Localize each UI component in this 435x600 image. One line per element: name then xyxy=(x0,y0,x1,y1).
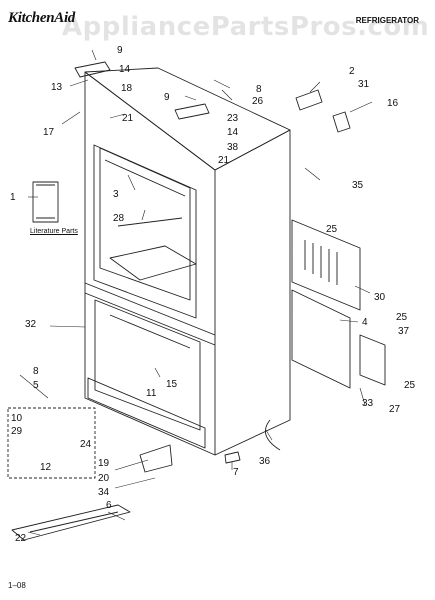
callout-8: 8 xyxy=(256,84,262,95)
callout-11: 11 xyxy=(146,388,157,399)
fresh-food-liner xyxy=(99,147,191,301)
callout-38: 38 xyxy=(227,142,239,153)
callout-37: 37 xyxy=(398,326,410,337)
roller-bracket xyxy=(139,444,173,473)
callout-8b: 8 xyxy=(33,366,39,377)
shroud-panel xyxy=(359,334,386,386)
callout-22: 22 xyxy=(15,533,27,544)
callout-12: 12 xyxy=(40,462,52,473)
callout-28: 28 xyxy=(113,213,125,224)
drain-tube xyxy=(264,419,281,451)
callout-14b: 14 xyxy=(227,127,239,138)
rear-access-cover xyxy=(291,219,361,311)
callout-9: 9 xyxy=(117,45,123,56)
callout-6: 6 xyxy=(106,500,112,511)
hinge-cover-right xyxy=(174,103,210,120)
callout-35: 35 xyxy=(352,180,364,191)
callout-36: 36 xyxy=(259,456,271,467)
literature-book xyxy=(32,181,59,223)
callout-25: 25 xyxy=(326,224,338,235)
cabinet-divider xyxy=(84,282,216,346)
water-valve xyxy=(295,89,323,111)
category-label: REFRIGERATOR xyxy=(355,16,419,25)
page-code: 1–08 xyxy=(8,581,26,590)
callout-26: 26 xyxy=(252,96,264,107)
cabinet-inner-frame xyxy=(93,144,197,319)
callout-31: 31 xyxy=(358,79,370,90)
brand-logo: KitchenAid xyxy=(8,10,76,26)
cabinet-side-outline xyxy=(214,129,291,456)
machine-compartment-cover xyxy=(291,289,351,389)
leveler-callout-box xyxy=(7,407,96,479)
callout-25b: 25 xyxy=(396,312,408,323)
literature-parts-label: Literature Parts xyxy=(30,228,78,235)
callout-4: 4 xyxy=(362,317,368,328)
shelf-rail-upper xyxy=(104,159,186,197)
callout-23: 23 xyxy=(227,113,239,124)
freezer-liner xyxy=(94,299,201,431)
hinge-bracket xyxy=(332,111,351,133)
callout-17: 17 xyxy=(43,127,55,138)
callout-1: 1 xyxy=(10,192,16,203)
callout-2: 2 xyxy=(349,66,355,77)
callout-16: 16 xyxy=(387,98,399,109)
callout-15: 15 xyxy=(166,379,178,390)
callout-33: 33 xyxy=(362,398,374,409)
callout-10: 10 xyxy=(11,413,23,424)
callout-24: 24 xyxy=(80,439,92,450)
callout-19: 19 xyxy=(98,458,110,469)
callout-30: 30 xyxy=(374,292,386,303)
callout-9b: 9 xyxy=(164,92,170,103)
callout-18: 18 xyxy=(121,83,133,94)
leveling-foot xyxy=(224,451,241,464)
callout-21b: 21 xyxy=(218,155,230,166)
callout-29: 29 xyxy=(11,426,23,437)
shelf-rail-mid xyxy=(117,217,183,227)
shelf-rail-lower xyxy=(109,314,191,349)
callout-numbers: 9 14 13 18 17 21 8 26 9 23 14 38 21 2 31… xyxy=(10,45,416,544)
watermark: AppliancePartsPros.com xyxy=(62,12,430,42)
toe-grille xyxy=(11,504,131,541)
callout-21: 21 xyxy=(122,113,134,124)
callout-20: 20 xyxy=(98,473,110,484)
callout-13: 13 xyxy=(51,82,63,93)
callout-32: 32 xyxy=(25,319,37,330)
callout-5: 5 xyxy=(33,380,39,391)
callout-14: 14 xyxy=(119,64,131,75)
hinge-cover-left xyxy=(74,61,111,78)
rear-vent-slots xyxy=(304,240,338,285)
callout-25c: 25 xyxy=(404,380,416,391)
crisper-floor xyxy=(109,245,197,281)
toe-grille-vent xyxy=(29,511,119,533)
callout-3: 3 xyxy=(113,189,119,200)
callout-7: 7 xyxy=(233,467,239,478)
callout-34: 34 xyxy=(98,487,110,498)
leader-lines xyxy=(19,49,373,536)
literature-book-spine xyxy=(36,184,55,219)
callout-27: 27 xyxy=(389,404,401,415)
bottom-rail xyxy=(87,377,206,449)
